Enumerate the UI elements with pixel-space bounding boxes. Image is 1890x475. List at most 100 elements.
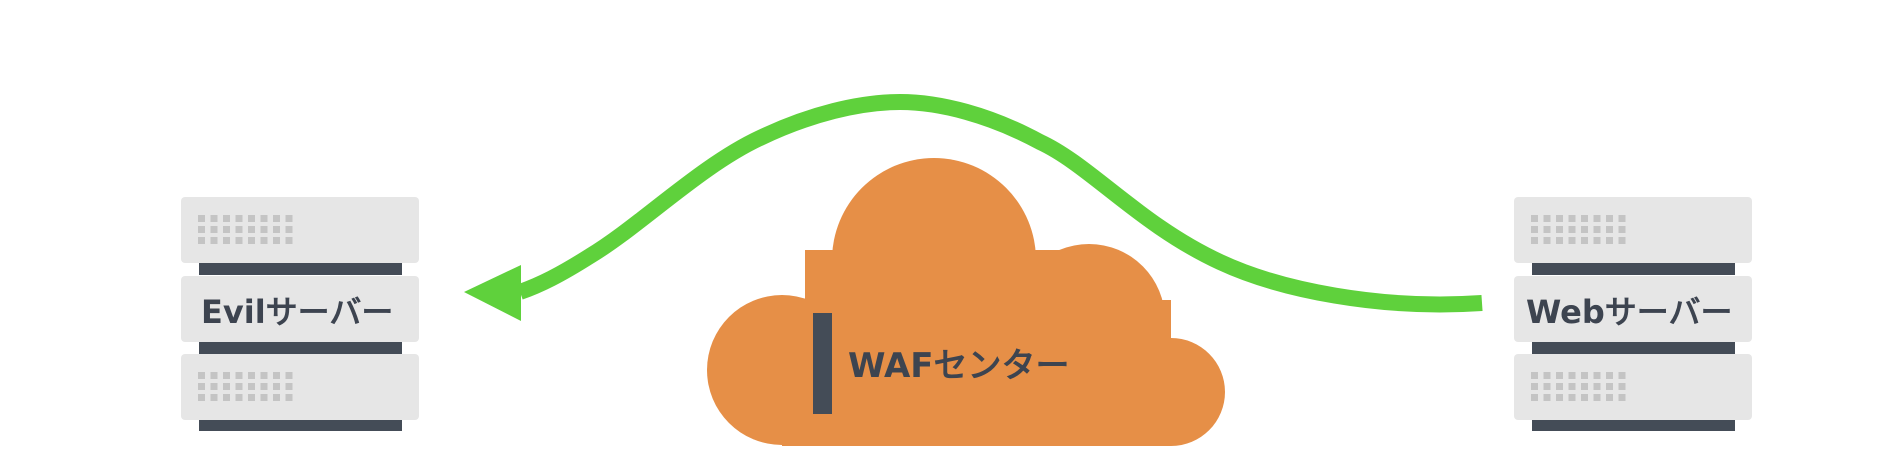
vent-dot	[1531, 372, 1538, 379]
evil-server-label: Evilサーバー	[201, 293, 393, 331]
vent-dot	[1556, 394, 1563, 401]
server-bar	[199, 418, 402, 431]
vent-dot	[1618, 394, 1626, 401]
vent-dot	[1581, 226, 1588, 233]
server-bar	[199, 341, 402, 354]
vent-dot	[198, 383, 205, 390]
vent-dot	[260, 237, 268, 244]
vent-dot	[1543, 215, 1551, 222]
vent-dots-top	[1531, 215, 1626, 244]
vent-dot	[1568, 394, 1576, 401]
web-server-label: Webサーバー	[1526, 293, 1732, 331]
vent-dot	[273, 383, 280, 390]
vent-dot	[1593, 383, 1601, 390]
vent-dot	[1606, 237, 1613, 244]
vent-dot	[1581, 372, 1588, 379]
vent-dot	[285, 383, 293, 390]
vent-dot	[260, 215, 268, 222]
vent-dot	[1618, 215, 1626, 222]
connection-arrow	[464, 93, 1483, 321]
vent-dot	[198, 237, 205, 244]
cloud-marker-bar	[813, 313, 832, 414]
vent-dot	[1581, 237, 1588, 244]
vent-dot	[1556, 237, 1563, 244]
vent-dot	[1531, 394, 1538, 401]
vent-dot	[285, 372, 293, 379]
vent-dot	[248, 237, 255, 244]
vent-dot	[235, 226, 243, 233]
vent-dots-bottom	[1531, 372, 1626, 401]
server-bar	[1532, 341, 1735, 354]
vent-dot	[235, 237, 243, 244]
vent-dot	[285, 394, 293, 401]
vent-dot	[285, 226, 293, 233]
vent-dot	[210, 215, 218, 222]
vent-dot	[1531, 226, 1538, 233]
vent-dot	[285, 237, 293, 244]
vent-dot	[1618, 237, 1626, 244]
vent-dot	[1581, 215, 1588, 222]
vent-dot	[1593, 226, 1601, 233]
vent-dot	[248, 372, 255, 379]
vent-dot	[1606, 394, 1613, 401]
vent-dot	[210, 372, 218, 379]
vent-dot	[248, 215, 255, 222]
vent-dots-top	[198, 215, 293, 244]
vent-dot	[1531, 237, 1538, 244]
server-bar	[1532, 262, 1735, 275]
server-panel-bottom	[1514, 354, 1752, 420]
arrow-head	[464, 265, 521, 321]
vent-dot	[235, 215, 243, 222]
vent-dot	[198, 215, 205, 222]
arrow-path	[517, 93, 1483, 313]
vent-dots-bottom	[198, 372, 293, 401]
vent-dot	[1568, 215, 1576, 222]
vent-dot	[223, 383, 230, 390]
vent-dot	[1568, 372, 1576, 379]
vent-dot	[260, 372, 268, 379]
vent-dot	[1593, 372, 1601, 379]
server-bar	[199, 262, 402, 275]
vent-dot	[1543, 226, 1551, 233]
vent-dot	[1543, 394, 1551, 401]
vent-dot	[285, 215, 293, 222]
vent-dot	[223, 237, 230, 244]
server-panel-top	[181, 197, 419, 263]
evil-server: Evilサーバー	[181, 197, 419, 431]
vent-dot	[260, 226, 268, 233]
waf-center-label: WAFセンター	[848, 346, 1070, 386]
vent-dot	[1531, 383, 1538, 390]
vent-dot	[1606, 372, 1613, 379]
vent-dot	[235, 383, 243, 390]
vent-dot	[210, 226, 218, 233]
vent-dot	[273, 372, 280, 379]
web-server: Webサーバー	[1514, 197, 1752, 431]
vent-dot	[1531, 215, 1538, 222]
vent-dot	[1606, 226, 1613, 233]
vent-dot	[248, 383, 255, 390]
vent-dot	[1556, 383, 1563, 390]
vent-dot	[1556, 215, 1563, 222]
vent-dot	[1593, 215, 1601, 222]
vent-dot	[248, 394, 255, 401]
vent-dot	[210, 237, 218, 244]
vent-dot	[1581, 383, 1588, 390]
vent-dot	[1543, 372, 1551, 379]
vent-dot	[1606, 383, 1613, 390]
vent-dot	[1618, 372, 1626, 379]
server-panel-middle	[181, 276, 419, 342]
cloud-body-fill	[805, 250, 1085, 350]
vent-dot	[1543, 237, 1551, 244]
vent-dot	[1593, 237, 1601, 244]
vent-dot	[235, 372, 243, 379]
server-panel-top	[1514, 197, 1752, 263]
vent-dot	[1618, 226, 1626, 233]
vent-dot	[223, 372, 230, 379]
waf-cloud: WAFセンター	[707, 158, 1225, 446]
vent-dot	[1618, 383, 1626, 390]
vent-dot	[223, 226, 230, 233]
server-panel-bottom	[181, 354, 419, 420]
vent-dot	[273, 394, 280, 401]
vent-dot	[1593, 394, 1601, 401]
